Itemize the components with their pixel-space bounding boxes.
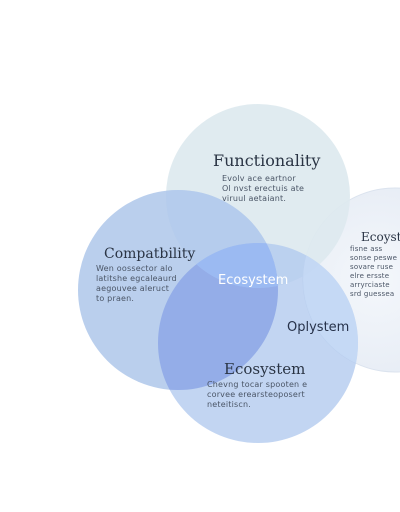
compatibility-body: Wen oossector alo latitshe egcaleaurd ae… (96, 264, 177, 303)
ecosystem-right-title: Ecoyst (361, 230, 400, 244)
overlap-compatibility-ecosystem (158, 243, 278, 390)
center-overlap-label: Ecosystem (218, 273, 289, 288)
functionality-title: Functionality (213, 151, 321, 170)
right-overlap-label: Oplystem (287, 320, 350, 335)
ecosystem-bottom-body: Chevng tocar spooten e corvee erearsteop… (207, 380, 308, 409)
functionality-body: Evolv ace eartnor Ol nvst erectuis ate v… (222, 174, 305, 203)
compatibility-title: Compatbility (104, 246, 196, 262)
overlap-right (303, 243, 358, 372)
ecosystem-bottom-title: Ecosystem (224, 360, 306, 378)
overlap-functionality-compatibility (166, 190, 278, 288)
ecosystem-right-body: fisne ass sonse peswe sovare ruse elre e… (350, 245, 398, 298)
